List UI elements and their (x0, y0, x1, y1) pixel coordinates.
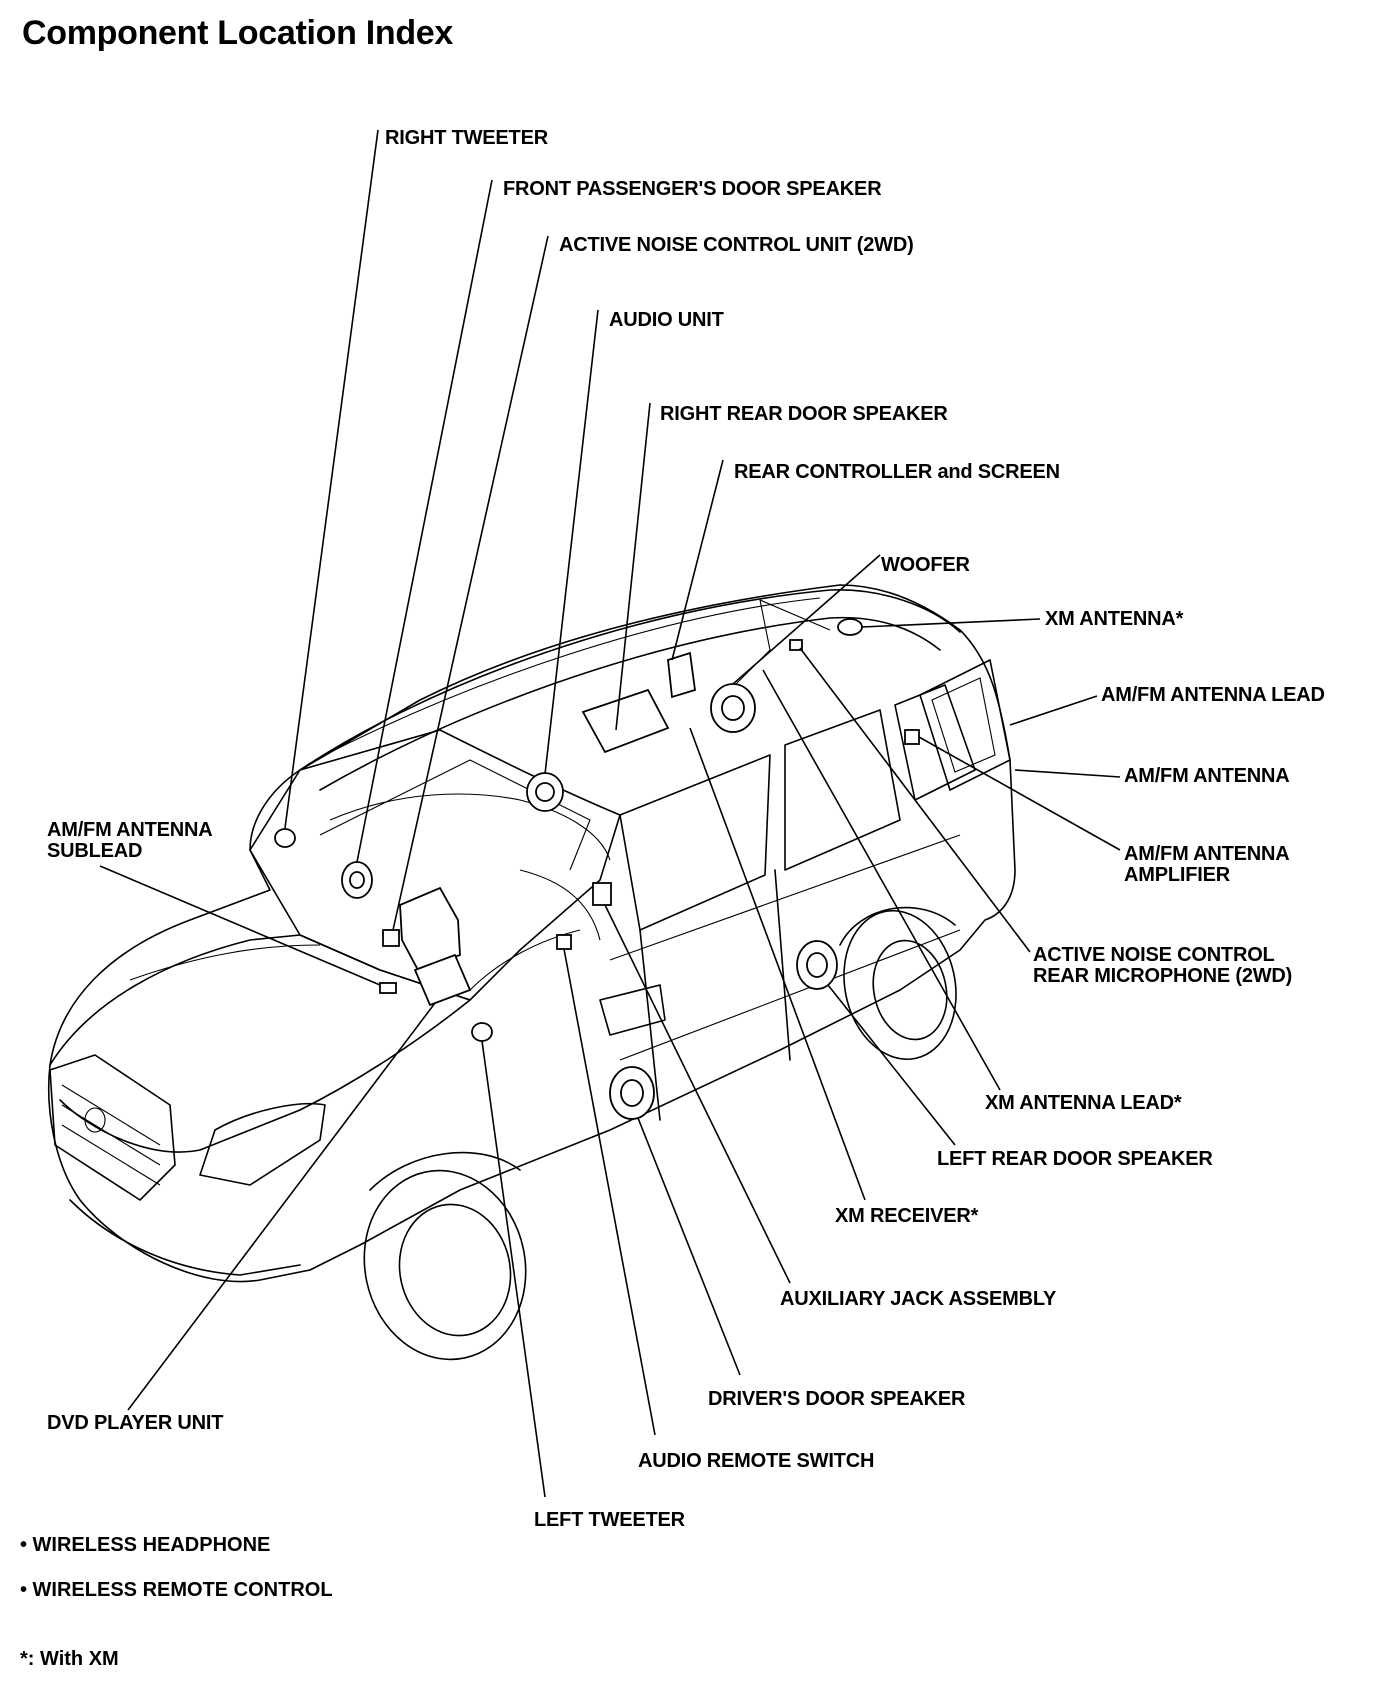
aux-jack-component (592, 882, 612, 906)
label-front-passenger-door-speaker: FRONT PASSENGER'S DOOR SPEAKER (503, 178, 882, 200)
audio-remote-switch-component (556, 934, 572, 950)
audio-unit-box-component (382, 929, 400, 947)
label-xm-receiver: XM RECEIVER* (835, 1205, 979, 1227)
label-amfm-sublead-line2: SUBLEAD (47, 840, 143, 862)
vehicle-outline (47, 584, 1016, 1361)
label-left-rear-door-speaker: LEFT REAR DOOR SPEAKER (937, 1148, 1213, 1170)
note-wireless-remote: • WIRELESS REMOTE CONTROL (20, 1579, 333, 1601)
label-drivers-door-speaker: DRIVER'S DOOR SPEAKER (708, 1388, 966, 1410)
leader-lines (99, 129, 1121, 1498)
label-amfm-sublead-line1: AM/FM ANTENNA (47, 819, 213, 841)
page-title: Component Location Index (22, 14, 454, 52)
label-xm-antenna: XM ANTENNA* (1045, 608, 1184, 630)
label-auxiliary-jack: AUXILIARY JACK ASSEMBLY (780, 1288, 1057, 1310)
components (274, 618, 920, 1120)
label-left-tweeter: LEFT TWEETER (534, 1509, 685, 1531)
label-anc-rear-mic-line1: ACTIVE NOISE CONTROL (1033, 944, 1275, 966)
note-wireless-headphone: • WIRELESS HEADPHONE (20, 1534, 271, 1556)
left-tweeter-component (471, 1022, 493, 1042)
label-audio-remote-switch: AUDIO REMOTE SWITCH (638, 1450, 875, 1472)
label-woofer: WOOFER (881, 554, 970, 576)
label-rear-controller-screen: REAR CONTROLLER and SCREEN (734, 461, 1060, 483)
xm-receiver-component (789, 639, 803, 651)
right-tweeter-component (274, 828, 296, 848)
label-anc-rear-mic-line2: REAR MICROPHONE (2WD) (1033, 965, 1293, 987)
amfm-amplifier-component (904, 729, 920, 745)
rear-controller-component (581, 688, 670, 754)
label-active-noise-control-unit: ACTIVE NOISE CONTROL UNIT (2WD) (559, 234, 914, 256)
footnote-with-xm: *: With XM (20, 1648, 119, 1670)
sublead-component (379, 982, 397, 994)
label-amfm-antenna-amplifier-line1: AM/FM ANTENNA (1124, 843, 1290, 865)
active-noise-control-unit-component (399, 886, 461, 972)
label-amfm-antenna-amplifier-line2: AMPLIFIER (1124, 864, 1230, 886)
label-dvd-player-unit: DVD PLAYER UNIT (47, 1412, 224, 1434)
label-right-rear-door-speaker: RIGHT REAR DOOR SPEAKER (660, 403, 948, 425)
xm-antenna-component (837, 618, 863, 636)
label-amfm-antenna-lead: AM/FM ANTENNA LEAD (1101, 684, 1325, 706)
label-audio-unit: AUDIO UNIT (609, 309, 724, 331)
label-amfm-antenna: AM/FM ANTENNA (1124, 765, 1290, 787)
label-right-tweeter: RIGHT TWEETER (385, 127, 548, 149)
label-xm-antenna-lead: XM ANTENNA LEAD* (985, 1092, 1182, 1114)
dvd-player-component (413, 953, 472, 1007)
